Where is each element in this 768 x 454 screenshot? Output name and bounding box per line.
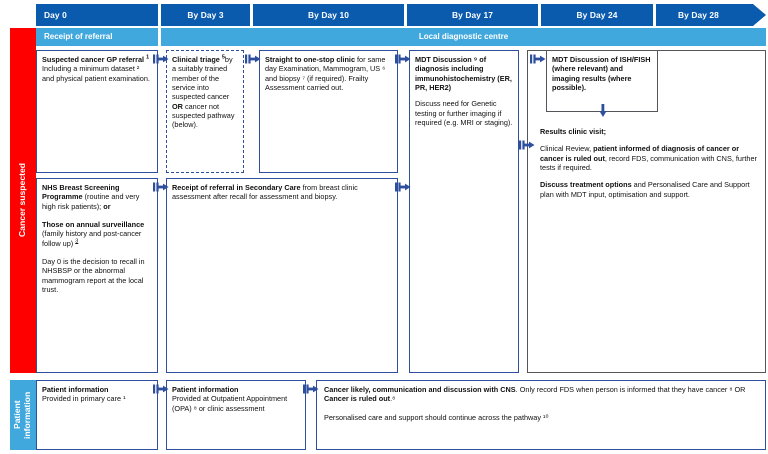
box-clinical-triage: Clinical triage 5by a suitably trained m… xyxy=(166,50,244,173)
band-local-diagnostic-centre: Local diagnostic centre xyxy=(161,28,766,46)
connector-arrow-gp-to-triage xyxy=(153,54,169,64)
timeline-header-day-0: Day 0 xyxy=(36,4,158,26)
band-receipt-of-referral: Receipt of referral xyxy=(36,28,158,46)
box-text: Straight to one-stop clinic for same day… xyxy=(265,55,386,92)
screening-note: Day 0 is the decision to recall in NHSBS… xyxy=(42,256,145,294)
box-text: Suspected cancer GP referral 1 Including… xyxy=(42,54,150,83)
connector-arrow-secondary-to-mdt xyxy=(395,182,411,192)
timeline-header-by-day-17: By Day 17 xyxy=(407,4,538,26)
rail-label: Patient information xyxy=(12,391,32,439)
rail-cancer-suspected: Cancer suspected xyxy=(10,28,36,373)
pi-line-2: Personalised care and support should con… xyxy=(324,412,549,422)
timeline-header-by-day-28: By Day 28 xyxy=(656,4,766,26)
connector-arrow-ish-down xyxy=(598,104,607,117)
box-receipt-secondary-care: Receipt of referral in Secondary Care fr… xyxy=(166,178,398,373)
box-nhs-breast-screening: NHS Breast Screening Programme (routine … xyxy=(36,178,158,373)
box-mdt-discussion-ish-fish-overlay: MDT Discussion of ISH/FISH (where releva… xyxy=(546,50,658,112)
connector-arrow-pi-opa-to-cancer-likely xyxy=(303,384,319,394)
connector-arrow-mdt-to-ish xyxy=(530,54,546,64)
box-straight-to-one-stop-clinic: Straight to one-stop clinic for same day… xyxy=(259,50,398,173)
timeline-label: By Day 10 xyxy=(308,9,349,20)
box-mdt-discussion-diagnosis: MDT Discussion ⁹ of diagnosis including … xyxy=(409,50,519,373)
timeline-header-by-day-3: By Day 3 xyxy=(161,4,250,26)
timeline-label: By Day 28 xyxy=(678,9,719,20)
results-line-1: Clinical Review, patient informed of dia… xyxy=(540,144,757,172)
pi-line-1: Cancer likely, communication and discuss… xyxy=(324,385,746,404)
timeline-label: By Day 24 xyxy=(576,9,618,20)
screening-title-1: NHS Breast Screening Programme (routine … xyxy=(42,183,140,211)
box-suspected-cancer-gp-referral: Suspected cancer GP referral 1 Including… xyxy=(36,50,158,173)
timeline-label: Day 0 xyxy=(44,9,67,20)
results-line-2: Discuss treatment options and Personalis… xyxy=(540,180,750,199)
box-text: MDT Discussion of ISH/FISH (where releva… xyxy=(552,55,651,92)
results-heading: Results clinic visit; xyxy=(540,127,607,136)
box-title: MDT Discussion ⁹ of diagnosis including … xyxy=(415,55,512,92)
band-label: Local diagnostic centre xyxy=(418,31,509,41)
rail-label: Cancer suspected xyxy=(17,163,28,238)
timeline-header-by-day-10: By Day 10 xyxy=(253,4,404,26)
connector-arrow-triage-to-one-stop xyxy=(245,54,261,64)
timeline-label: By Day 3 xyxy=(187,9,224,20)
box-text: Clinical triage 5by a suitably trained m… xyxy=(172,54,235,130)
connector-arrow-pi-primary-to-opa xyxy=(153,384,169,394)
timeline-label: By Day 17 xyxy=(452,9,493,20)
box-patient-information-cancer-likely: Cancer likely, communication and discuss… xyxy=(316,380,766,450)
box-body: Discuss need for Genetic testing or furt… xyxy=(415,99,513,127)
screening-title-2: Those on annual surveillance (family his… xyxy=(42,219,145,248)
connector-arrow-screening-to-secondary xyxy=(153,182,169,192)
band-label: Receipt of referral xyxy=(44,31,113,41)
timeline-header-by-day-24: By Day 24 xyxy=(541,4,653,26)
box-text: Receipt of referral in Secondary Care fr… xyxy=(172,183,358,202)
connector-arrow-one-stop-to-mdt xyxy=(395,54,411,64)
connector-arrow-to-clinical-review xyxy=(519,140,535,150)
rail-patient-information: Patient information xyxy=(10,380,36,450)
